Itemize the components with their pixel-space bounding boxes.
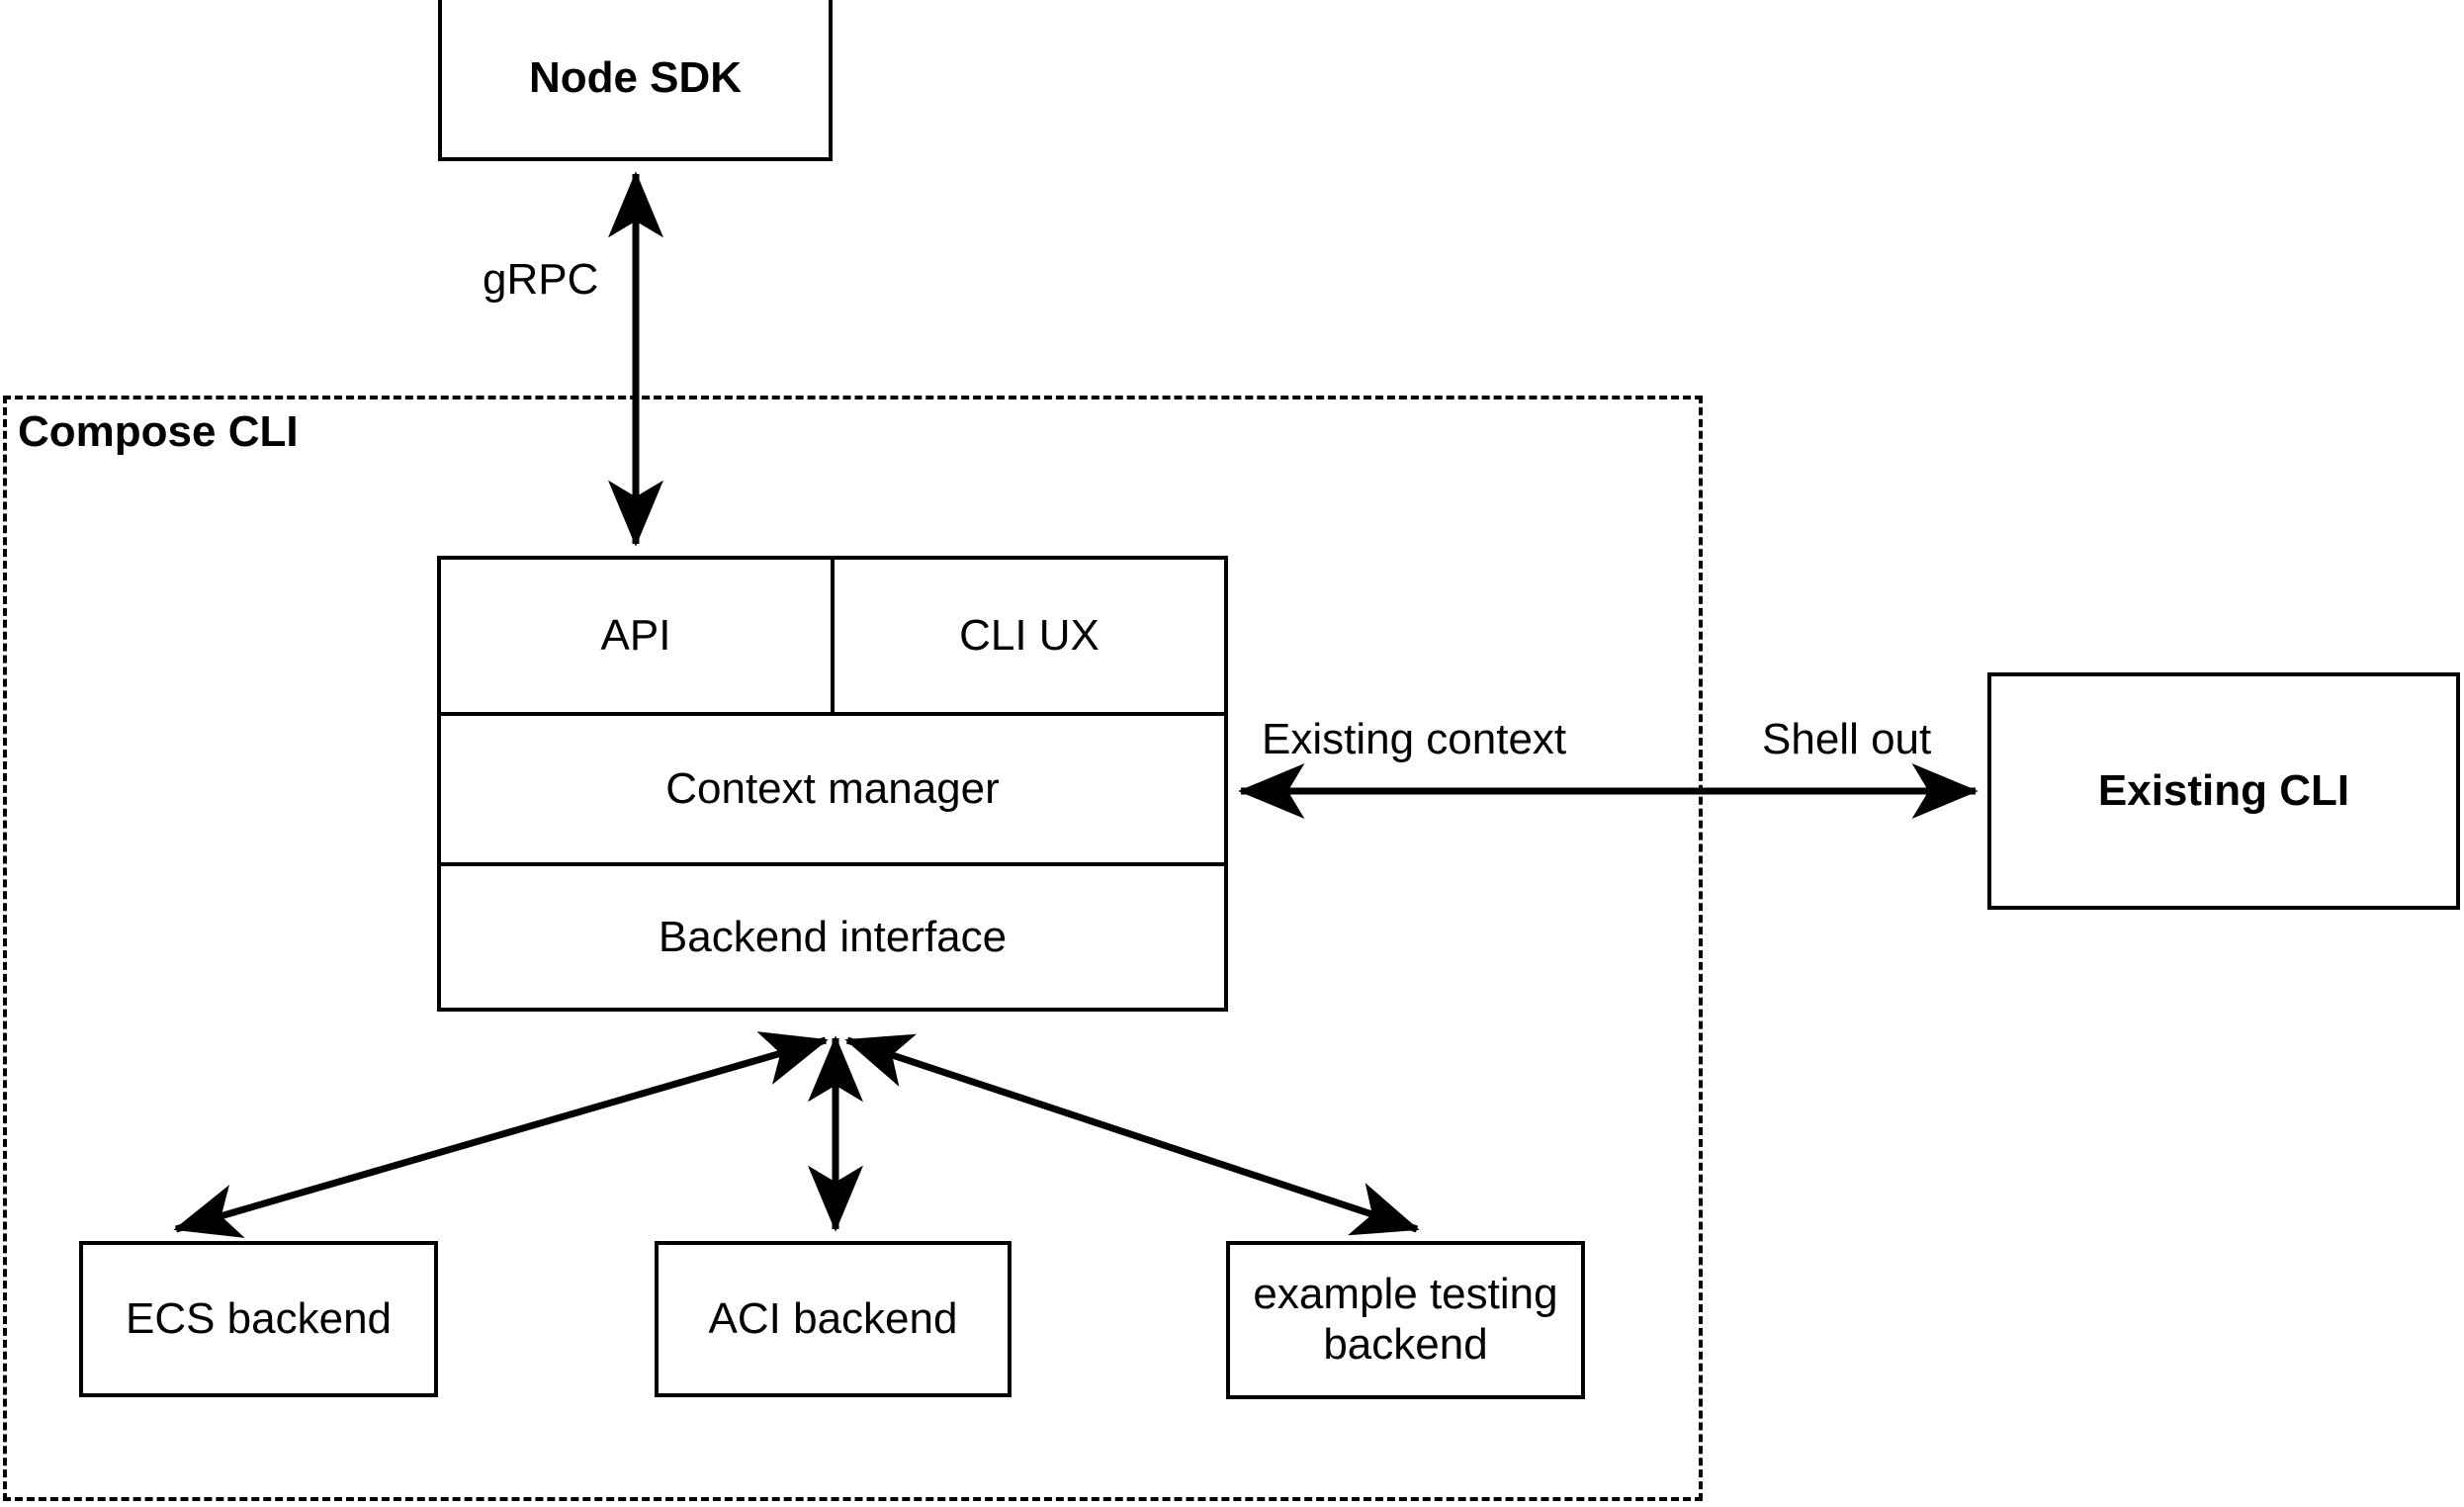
ecs-backend-label: ECS backend (125, 1293, 393, 1343)
backend-interface-label: Backend interface (658, 912, 1008, 961)
compose-cli-core-stack: API CLI UX Context manager Backend inter… (437, 556, 1228, 1012)
api-cell[interactable]: API (441, 560, 831, 712)
core-stack-row-bottom: Backend interface (441, 862, 1224, 1008)
shell-out-edge-label: Shell out (1762, 715, 1932, 763)
context-manager-label: Context manager (665, 764, 1000, 813)
edge-backend-ecs (173, 1031, 829, 1238)
context-manager-cell[interactable]: Context manager (441, 716, 1224, 862)
existing-context-edge-label: Existing context (1262, 715, 1567, 763)
core-stack-row-middle: Context manager (441, 712, 1224, 862)
node-sdk-label: Node SDK (528, 53, 743, 103)
example-testing-backend-box[interactable]: example testing backend (1226, 1241, 1585, 1399)
backend-interface-cell[interactable]: Backend interface (441, 866, 1224, 1008)
aci-backend-label: ACI backend (708, 1293, 958, 1343)
ecs-backend-box[interactable]: ECS backend (79, 1241, 438, 1397)
api-label: API (600, 611, 671, 660)
aci-backend-box[interactable]: ACI backend (655, 1241, 1012, 1397)
compose-cli-group-label: Compose CLI (18, 407, 299, 456)
grpc-edge-label: gRPC (483, 255, 599, 304)
existing-cli-box[interactable]: Existing CLI (1987, 672, 2460, 910)
example-testing-backend-label-line2: backend (1323, 1320, 1488, 1369)
example-testing-backend-label-line1: example testing (1253, 1270, 1558, 1319)
cli-ux-label: CLI UX (959, 611, 1100, 660)
compose-cli-group (3, 396, 1703, 1501)
existing-cli-label: Existing CLI (2097, 765, 2350, 815)
node-sdk-box[interactable]: Node SDK (438, 0, 833, 161)
core-stack-row-top: API CLI UX (441, 560, 1224, 712)
edge-backend-example (844, 1033, 1420, 1236)
cli-ux-cell[interactable]: CLI UX (831, 560, 1224, 712)
